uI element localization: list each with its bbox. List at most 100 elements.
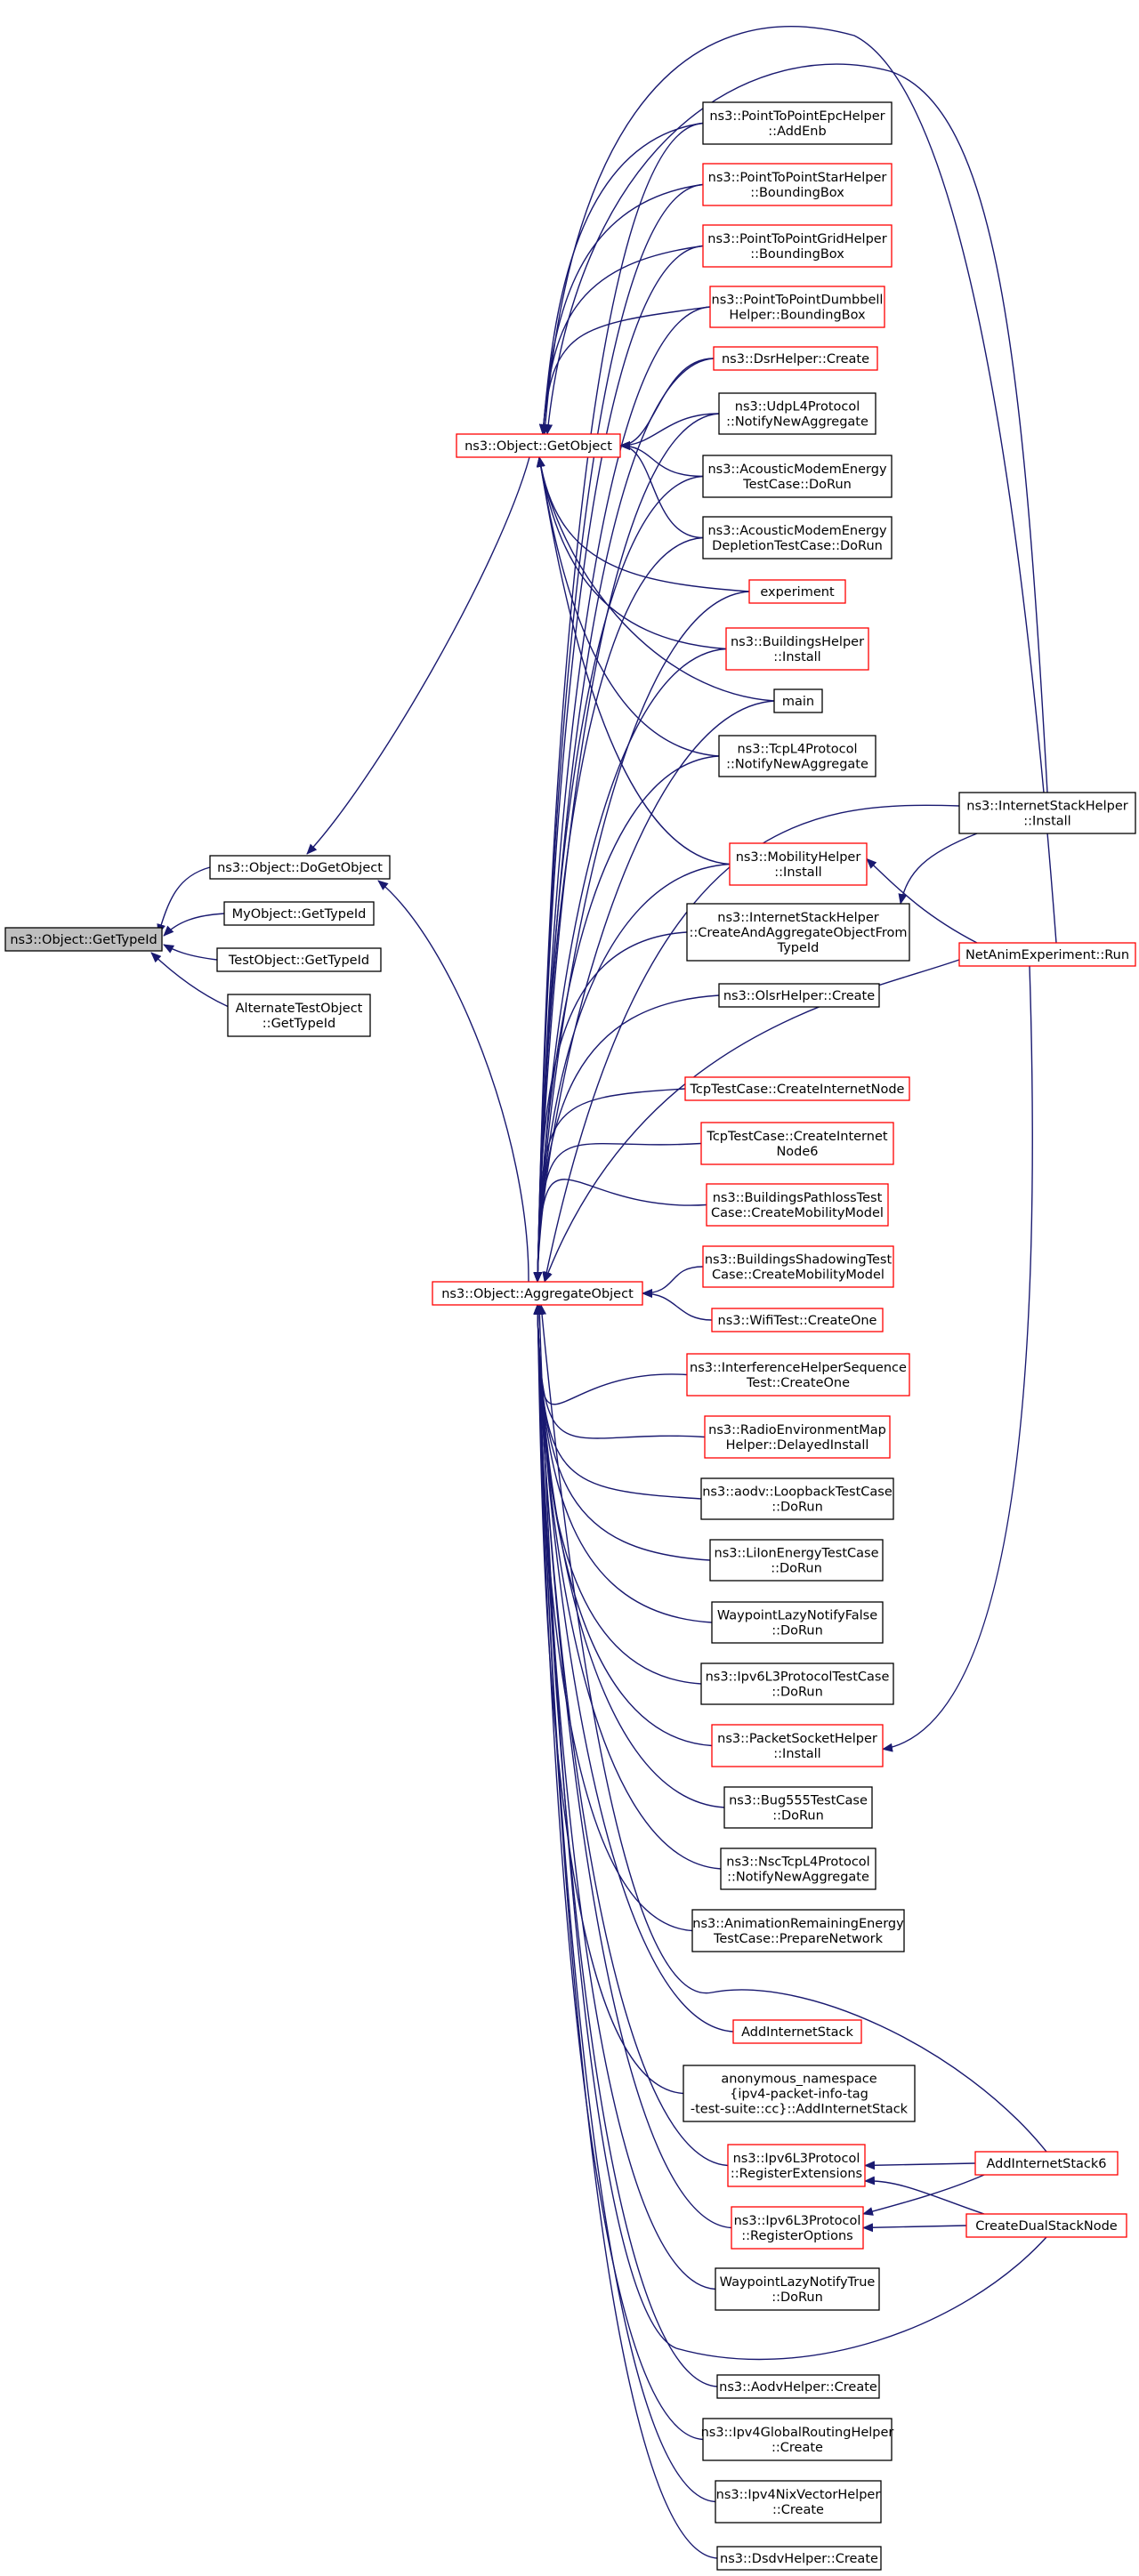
node-label: Case::CreateMobilityModel	[712, 1268, 885, 1283]
graph-node-internetinstall[interactable]: ns3::InternetStackHelper::Install	[958, 792, 1136, 834]
graph-node-regext[interactable]: ns3::Ipv6L3Protocol::RegisterExtensions	[727, 2144, 866, 2187]
graph-node-waypointfalse[interactable]: WaypointLazyNotifyFalse::DoRun	[711, 1601, 884, 1644]
edge-netanimrun-to-aggregate	[544, 959, 960, 1283]
node-box	[706, 1183, 889, 1227]
node-label: ns3::AodvHelper::Create	[719, 2380, 877, 2395]
graph-node-testobject[interactable]: TestObject::GetTypeId	[216, 947, 382, 972]
node-label: AddInternetStack	[741, 2025, 853, 2040]
node-box	[686, 1353, 910, 1397]
graph-node-dumbbellbb[interactable]: ns3::PointToPointDumbbellHelper::Boundin…	[709, 286, 885, 328]
graph-node-dsdvcreate[interactable]: ns3::DsdvHelper::Create	[716, 2546, 882, 2571]
node-label: ::GetTypeId	[263, 1017, 335, 1031]
edge-createdualstack-to-regopt	[862, 2223, 967, 2233]
graph-node-aodvloop[interactable]: ns3::aodv::LoopbackTestCase::DoRun	[700, 1477, 894, 1520]
node-label: ::DoRun	[771, 1686, 823, 1700]
graph-node-getobject[interactable]: ns3::Object::GetObject	[456, 433, 621, 458]
graph-node-nsctcp[interactable]: ns3::NscTcpL4Protocol::NotifyNewAggregat…	[720, 1847, 876, 1890]
graph-node-gettypeid[interactable]: ns3::Object::GetTypeId	[4, 927, 163, 952]
graph-node-pathloss[interactable]: ns3::BuildingsPathlossTestCase::CreateMo…	[706, 1183, 889, 1227]
node-label: ns3::AcousticModemEnergy	[707, 463, 886, 477]
graph-node-myobject[interactable]: MyObject::GetTypeId	[223, 901, 375, 926]
graph-node-gridbb[interactable]: ns3::PointToPointGridHelper::BoundingBox	[702, 224, 893, 268]
edge-acousticdep-to-aggregate	[533, 536, 704, 1283]
node-label: ::RegisterExtensions	[731, 2167, 862, 2181]
graph-node-shadowing[interactable]: ns3::BuildingsShadowingTestCase::CreateM…	[702, 1245, 894, 1288]
node-label: ns3::Ipv6L3Protocol	[734, 2214, 861, 2228]
node-label: ns3::PointToPointStarHelper	[708, 171, 887, 185]
graph-node-tcpnotify[interactable]: ns3::TcpL4Protocol::NotifyNewAggregate	[718, 735, 876, 777]
edge-tcpinet6-to-aggregate	[533, 1142, 702, 1283]
node-box	[709, 286, 885, 328]
edge-addinternetstack6-to-aggregate	[537, 1304, 1047, 2153]
graph-node-nixvector[interactable]: ns3::Ipv4NixVectorHelper::Create	[715, 2480, 882, 2524]
edge-experiment-to-getobject	[536, 456, 750, 592]
node-label: ns3::Ipv6L3ProtocolTestCase	[706, 1670, 890, 1685]
graph-node-packetsocket[interactable]: ns3::PacketSocketHelper::Install	[711, 1724, 884, 1767]
graph-node-addenb[interactable]: ns3::PointToPointEpcHelper::AddEnb	[702, 101, 893, 145]
node-box	[683, 2065, 916, 2122]
graph-node-main[interactable]: main	[773, 688, 823, 713]
node-label: ns3::BuildingsHelper	[731, 635, 864, 649]
node-label: ns3::DsrHelper::Create	[722, 352, 869, 366]
node-label: ns3::RadioEnvironmentMap	[708, 1423, 886, 1437]
graph-node-anonaddstack[interactable]: anonymous_namespace{ipv4-packet-info-tag…	[683, 2065, 916, 2122]
graph-node-aggregate[interactable]: ns3::Object::AggregateObject	[432, 1281, 643, 1306]
node-label: ::Install	[1023, 815, 1070, 829]
graph-node-acousticdep[interactable]: ns3::AcousticModemEnergyDepletionTestCas…	[702, 516, 893, 559]
graph-node-addinternetstack[interactable]: AddInternetStack	[732, 2019, 862, 2044]
graph-node-ipv4global[interactable]: ns3::Ipv4GlobalRoutingHelper::Create	[701, 2418, 894, 2461]
graph-node-mobilityinst[interactable]: ns3::MobilityHelper::Install	[729, 842, 868, 886]
graph-node-netanimrun[interactable]: NetAnimExperiment::Run	[958, 942, 1136, 967]
edge-testobject-to-gettypeid	[163, 944, 218, 961]
node-label: ns3::aodv::LoopbackTestCase	[702, 1485, 893, 1500]
graph-node-bug555[interactable]: ns3::Bug555TestCase::DoRun	[723, 1786, 873, 1829]
node-label: MyObject::GetTypeId	[232, 907, 367, 922]
graph-node-olsrcreate[interactable]: ns3::OlsrHelper::Create	[718, 983, 880, 1008]
edge-aggregate-to-dogetobject	[377, 880, 529, 1283]
node-box	[713, 346, 878, 371]
node-label: WaypointLazyNotifyFalse	[717, 1609, 877, 1623]
node-label: ns3::TcpL4Protocol	[737, 743, 857, 757]
graph-node-ipv6l3test[interactable]: ns3::Ipv6L3ProtocolTestCase::DoRun	[700, 1662, 894, 1705]
graph-node-wifitest[interactable]: ns3::WifiTest::CreateOne	[711, 1308, 884, 1332]
edge-starbb-to-aggregate	[533, 183, 704, 1283]
graph-node-addinternetstack6[interactable]: AddInternetStack6	[974, 2151, 1119, 2176]
graph-node-alternate[interactable]: AlternateTestObject::GetTypeId	[227, 994, 371, 1037]
edge-aodvloop-to-aggregate	[533, 1304, 702, 1500]
edge-gridbb-to-getobject	[538, 245, 704, 435]
edge-regext-to-aggregate	[533, 1304, 729, 2167]
graph-node-udpnotify[interactable]: ns3::UdpL4Protocol::NotifyNewAggregate	[718, 392, 876, 435]
graph-node-waypointtrue[interactable]: WaypointLazyNotifyTrue::DoRun	[715, 2267, 880, 2311]
graph-node-dsrcreate[interactable]: ns3::DsrHelper::Create	[713, 346, 878, 371]
graph-node-starbb[interactable]: ns3::PointToPointStarHelper::BoundingBox	[702, 163, 893, 206]
graph-node-experiment[interactable]: experiment	[748, 579, 846, 604]
edge-createdualstack-to-regext	[864, 2176, 985, 2215]
graph-node-buildingsinst[interactable]: ns3::BuildingsHelper::Install	[725, 627, 869, 671]
node-box	[227, 994, 371, 1037]
graph-node-animremaining[interactable]: ns3::AnimationRemainingEnergyTestCase::P…	[691, 1909, 905, 1952]
edge-netanimrun-to-getobject	[540, 26, 1057, 944]
node-label: ns3::OlsrHelper::Create	[723, 989, 875, 1003]
graph-node-interference[interactable]: ns3::InterferenceHelperSequenceTest::Cre…	[686, 1353, 910, 1397]
graph-node-dogetobject[interactable]: ns3::Object::DoGetObject	[209, 855, 391, 880]
node-label: ns3::PointToPointGridHelper	[707, 232, 886, 246]
node-label: WaypointLazyNotifyTrue	[720, 2275, 876, 2290]
graph-node-createdualstack[interactable]: CreateDualStackNode	[965, 2213, 1127, 2238]
graph-node-aodvcreate[interactable]: ns3::AodvHelper::Create	[716, 2374, 880, 2399]
node-box	[718, 983, 880, 1008]
graph-node-tcpinet[interactable]: TcpTestCase::CreateInternetNode	[684, 1076, 910, 1101]
node-label: ::DoRun	[771, 1624, 823, 1638]
node-box	[702, 455, 893, 498]
node-label: ::RegisterOptions	[741, 2229, 852, 2243]
node-label: ::NotifyNewAggregate	[727, 1871, 869, 1885]
graph-node-regopt[interactable]: ns3::Ipv6L3Protocol::RegisterOptions	[731, 2206, 864, 2250]
edge-addinternetstack6-to-regopt	[862, 2174, 985, 2216]
graph-node-liion[interactable]: ns3::LiIonEnergyTestCase::DoRun	[709, 1539, 884, 1582]
node-box	[720, 1847, 876, 1890]
node-label: ::Install	[773, 1747, 820, 1761]
graph-node-createaggregate[interactable]: ns3::InternetStackHelper::CreateAndAggre…	[686, 903, 910, 962]
graph-node-remdelayed[interactable]: ns3::RadioEnvironmentMapHelper::DelayedI…	[704, 1415, 891, 1459]
edge-regopt-to-aggregate	[533, 1304, 732, 2229]
